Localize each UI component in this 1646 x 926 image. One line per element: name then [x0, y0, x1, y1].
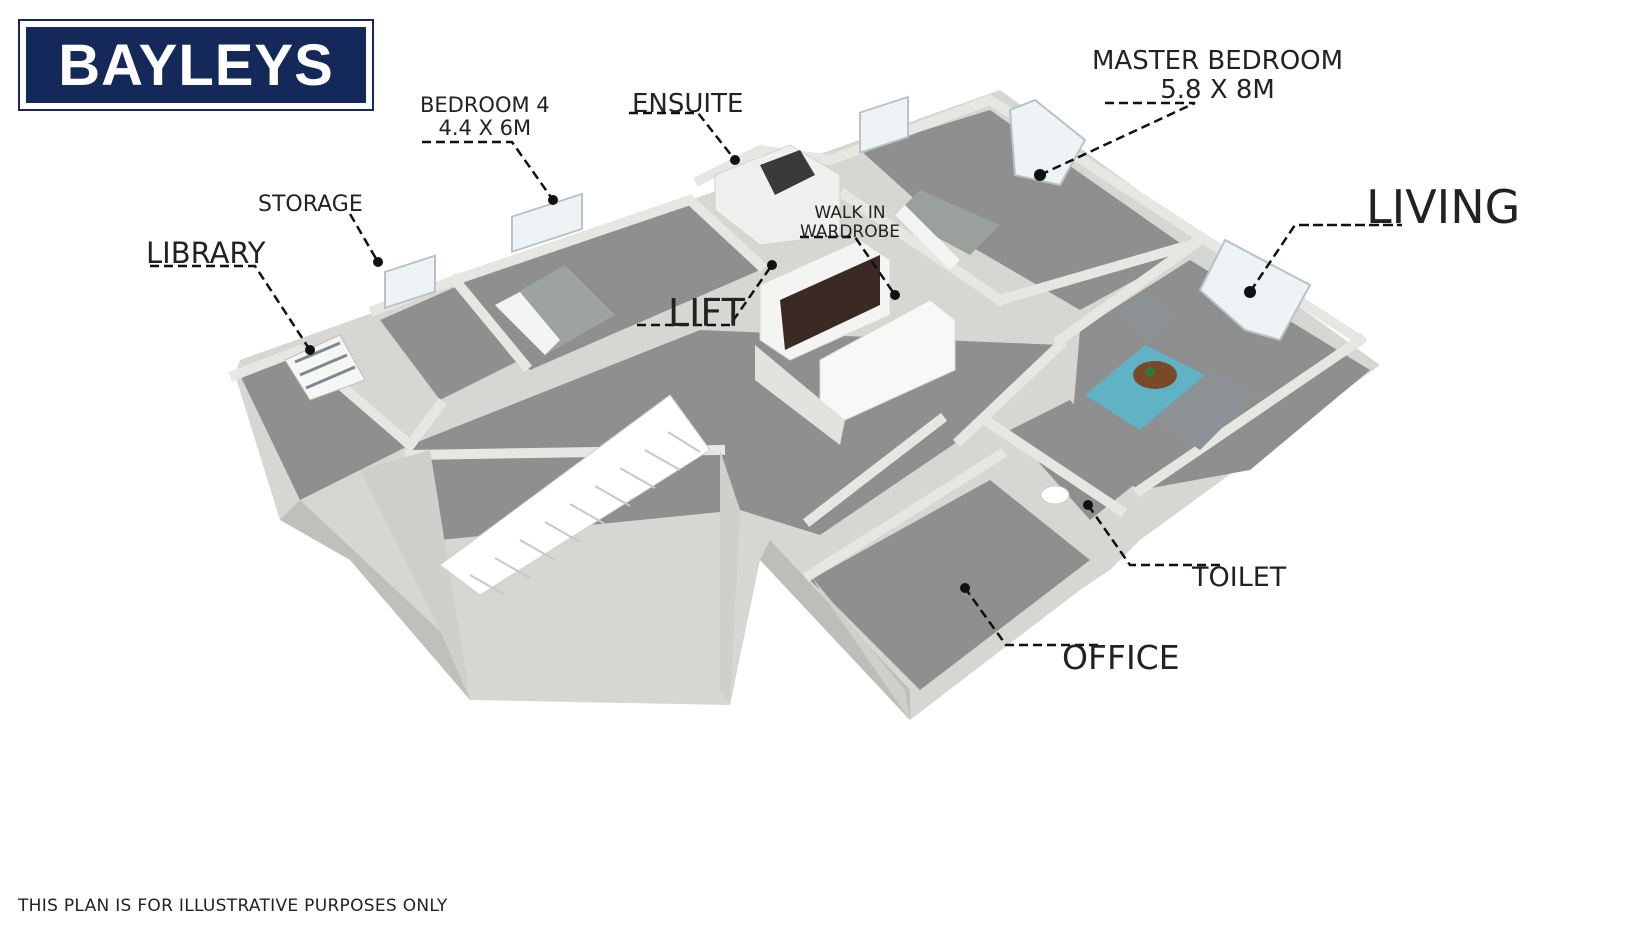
armchair: [1118, 295, 1175, 340]
leader-lines: [150, 101, 1402, 647]
sofa: [1155, 370, 1255, 450]
leader-lift: [637, 264, 774, 327]
master-bedroom-floor: [860, 110, 1190, 310]
leader-living: [1248, 223, 1402, 293]
storage-floor: [380, 285, 520, 400]
coffee-table: [1133, 361, 1177, 389]
label-bedroom4-size: 4.4 X 6M: [438, 116, 532, 141]
ensuite-room: [714, 144, 841, 246]
label-storage: STORAGE: [258, 192, 363, 217]
toilet-fixture: [1040, 485, 1070, 505]
living-furniture: [1085, 295, 1255, 450]
leader-toilet: [1086, 504, 1220, 567]
label-master-name: MASTER BEDROOM: [1092, 46, 1344, 76]
label-library: LIBRARY: [146, 236, 266, 270]
leader-library: [150, 264, 312, 351]
staircase: [439, 394, 711, 596]
label-wardrobe-line2: WARDROBE: [800, 221, 901, 242]
leader-master: [1039, 101, 1196, 177]
leader-storage: [348, 213, 380, 263]
label-ensuite: ENSUITE: [632, 89, 744, 119]
label-walk-in-wardrobe: WALK IN WARDROBE: [800, 204, 900, 241]
leader-wardrobe: [800, 235, 897, 296]
label-lift: LIFT: [668, 291, 745, 335]
leader-office: [963, 587, 1098, 647]
leader-bedroom4: [422, 140, 555, 201]
disclaimer: THIS PLAN IS FOR ILLUSTRATIVE PURPOSES O…: [18, 896, 448, 916]
logo-text: BAYLEYS: [58, 32, 334, 98]
label-toilet: TOILET: [1192, 562, 1287, 593]
toilet-floor: [1010, 400, 1140, 520]
label-bedroom4: BEDROOM 4 4.4 X 6M: [420, 93, 550, 141]
bed-master: [895, 190, 1000, 270]
library-shelf: [284, 334, 366, 401]
library-floor: [240, 355, 410, 500]
label-bedroom4-name: BEDROOM 4: [420, 93, 550, 117]
bed-bedroom4: [495, 265, 615, 355]
bayleys-logo: BAYLEYS: [18, 19, 374, 111]
label-master-bedroom: MASTER BEDROOM 5.8 X 8M: [1092, 47, 1343, 104]
label-office: OFFICE: [1062, 638, 1180, 677]
label-living: LIVING: [1366, 180, 1521, 234]
leader-dots: [305, 155, 1256, 593]
leader-ensuite: [629, 111, 736, 161]
wardrobe-island: [755, 239, 956, 445]
office-floor: [810, 480, 1090, 690]
label-wardrobe-line1: WALK IN: [814, 203, 886, 223]
logo-panel: BAYLEYS: [26, 27, 366, 103]
label-master-size: 5.8 X 8M: [1160, 74, 1275, 105]
rug: [1085, 345, 1205, 430]
wall-shading: [360, 450, 910, 720]
